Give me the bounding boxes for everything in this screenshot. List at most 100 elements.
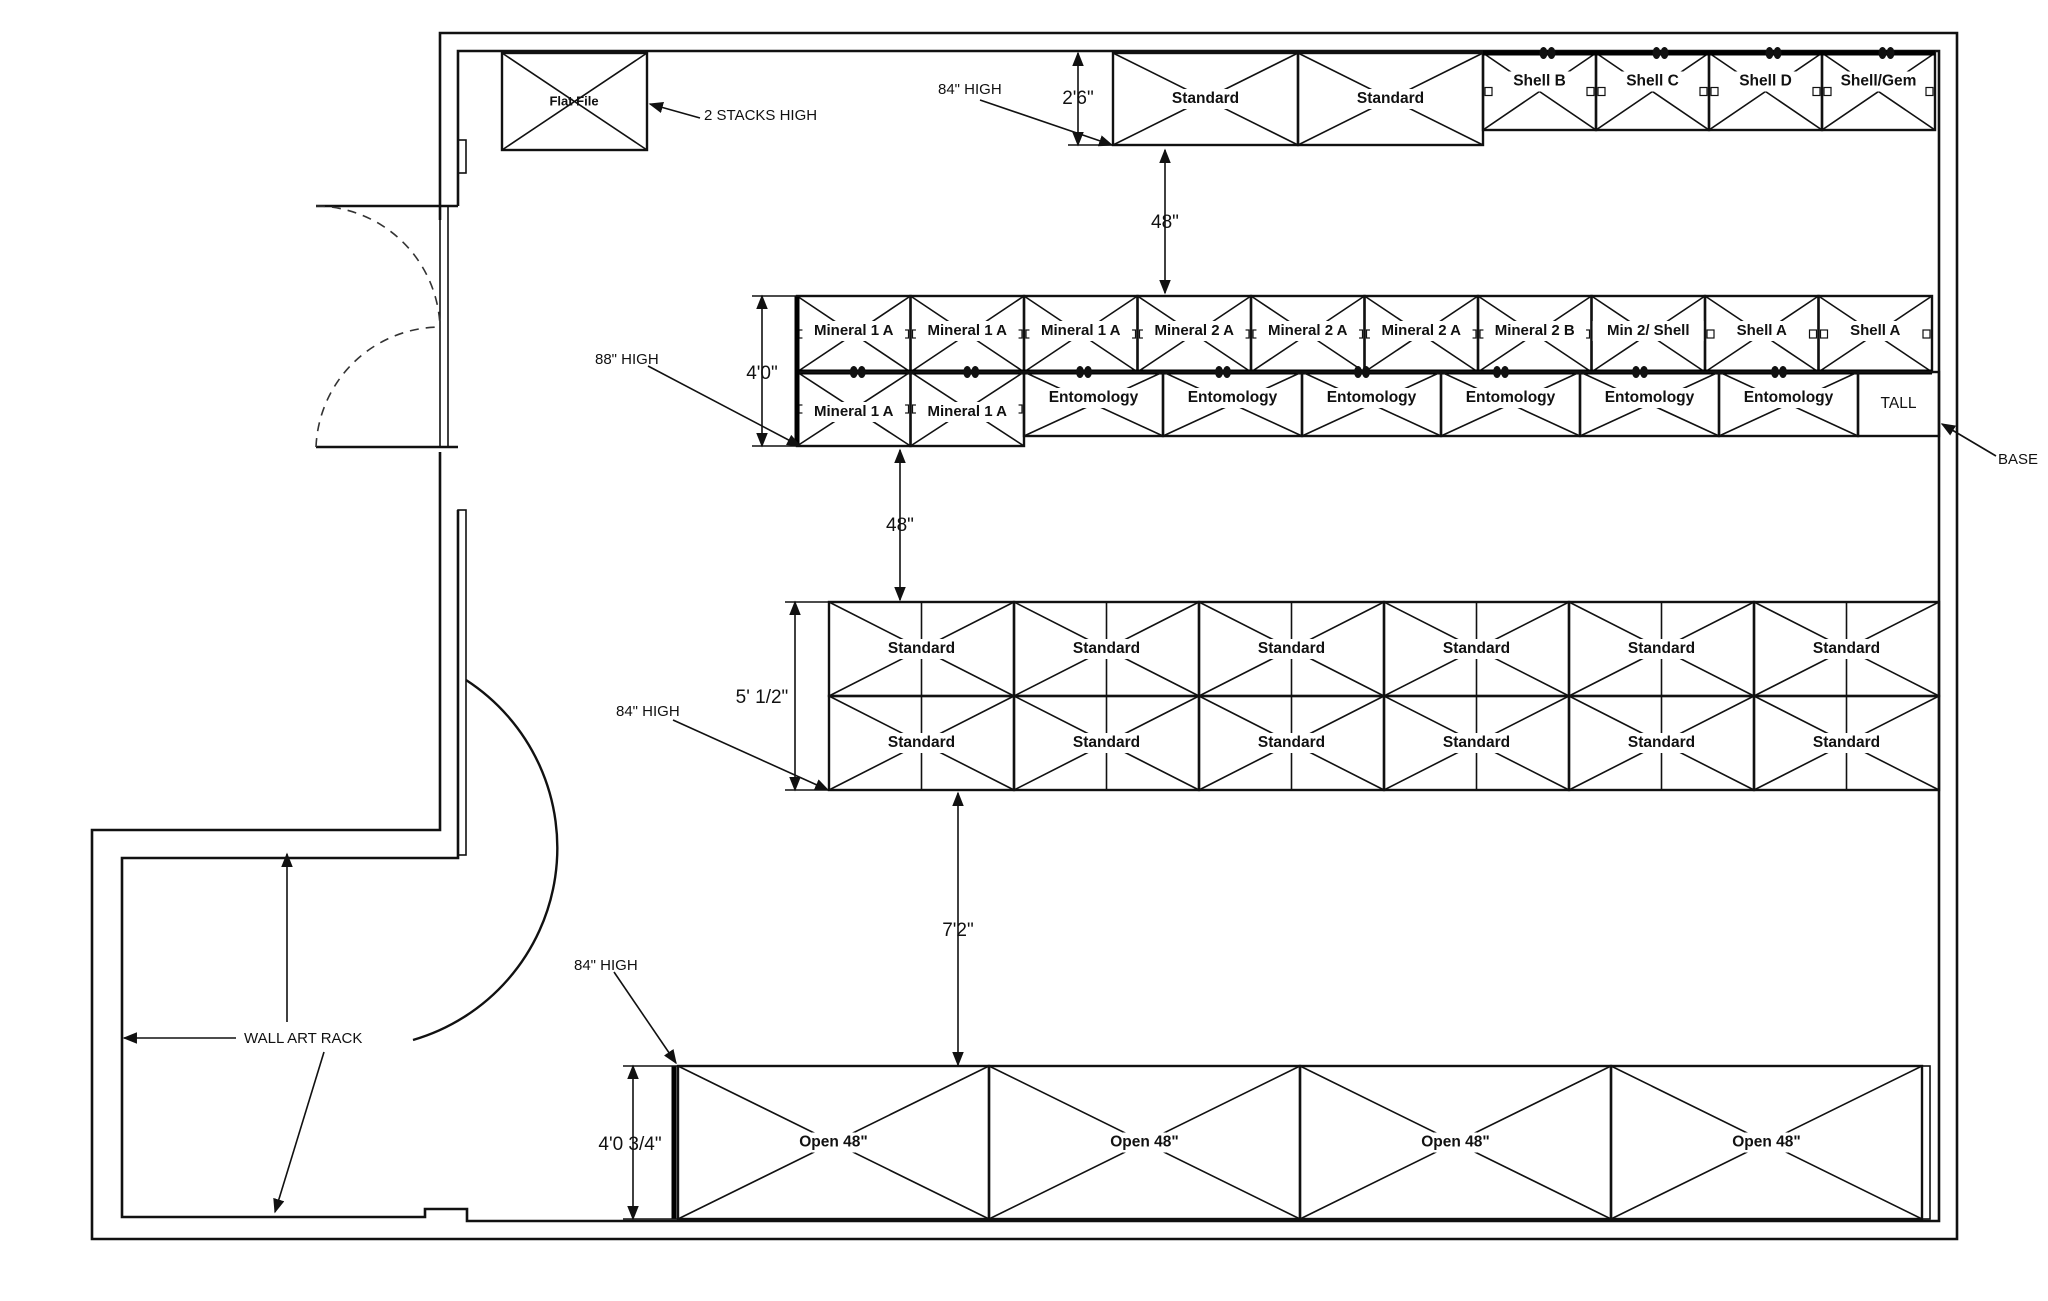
cabinet: Standard [827, 694, 1016, 792]
room-walls [90, 31, 1959, 1241]
cabinet: Open 48" [1298, 1064, 1613, 1221]
lock-latch-icon [1215, 366, 1231, 378]
cabinet: Shell C [1594, 51, 1711, 132]
note-88-high-row2: 88" HIGH [595, 351, 659, 368]
cabinet: Standard [827, 600, 1016, 698]
cabinet-row-1: Standard Standard Shell B Shell C Shell D She… [1111, 47, 1937, 147]
cabinet: Shell D [1707, 51, 1824, 132]
cabinet: Standard [1111, 51, 1300, 147]
cabinet-label: Entomology [1327, 389, 1417, 406]
lock-latch-icon [1878, 47, 1895, 59]
cabinet: Standard [1382, 600, 1571, 698]
cabinet-label: Standard [1357, 90, 1424, 107]
dim-row4-height: 4'0 3/4" [598, 1134, 661, 1155]
cabinet-label: Mineral 2 A [1155, 322, 1235, 339]
lock-latch-icon [1632, 366, 1648, 378]
cabinet: Standard [1197, 600, 1386, 698]
cabinet-label: Shell/Gem [1841, 73, 1917, 90]
cabinet: Mineral 2 A [1363, 294, 1480, 374]
cabinet-label: Open 48" [1732, 1134, 1801, 1151]
cabinet: Entomology [1300, 370, 1443, 438]
cabinet: Open 48" [1609, 1064, 1924, 1221]
lock-latch-icon [1765, 47, 1782, 59]
cabinet-label: Standard [1258, 734, 1325, 751]
note-84-high-row1: 84" HIGH [938, 81, 1002, 98]
cabinet-label: Mineral 1 A [928, 403, 1008, 420]
tall-label: TALL [1881, 395, 1917, 412]
cabinet-label: Standard [1073, 640, 1140, 657]
cabinet: Mineral 1 A [795, 294, 912, 374]
cabinet-label: Mineral 1 A [814, 322, 894, 339]
lock-latch-icon [1493, 366, 1509, 378]
cabinet: Mineral 1 A [1022, 294, 1139, 374]
cabinet-label: Mineral 2 B [1495, 322, 1575, 339]
lock-latch-icon [1539, 47, 1556, 59]
cabinet: Entomology [1578, 370, 1721, 438]
cabinet-label: Mineral 2 A [1268, 322, 1348, 339]
cabinet: Min 2/ Shell [1590, 294, 1707, 374]
cabinet: Shell A [1817, 294, 1934, 374]
cabinet: Standard [1567, 600, 1756, 698]
dim-row2-height: 4'0" [746, 363, 778, 384]
lock-latch-icon [1354, 366, 1370, 378]
note-base: BASE [1998, 451, 2038, 468]
flat-file-cabinet: Flat File [500, 51, 649, 152]
cabinet: Open 48" [987, 1064, 1302, 1221]
cabinet: Shell A [1703, 294, 1820, 374]
cabinet-label: Standard [1443, 734, 1510, 751]
cabinet: Standard [1197, 694, 1386, 792]
cabinet: Mineral 2 A [1249, 294, 1366, 374]
cabinet-label: Mineral 1 A [814, 403, 894, 420]
cabinet: Shell B [1481, 51, 1598, 132]
swing-door [412, 678, 559, 1042]
lock-latch-icon [1652, 47, 1669, 59]
double-door [315, 204, 458, 449]
cabinet-label: Shell D [1739, 73, 1792, 90]
cabinet-label: Shell A [1737, 322, 1787, 339]
cabinet: Entomology [1022, 370, 1165, 438]
cabinet: Standard [1567, 694, 1756, 792]
cabinet: Entomology [1439, 370, 1582, 438]
cabinet-label: Standard [888, 640, 955, 657]
cabinet-label: Mineral 2 A [1382, 322, 1462, 339]
note-2-stacks-high: 2 STACKS HIGH [704, 107, 817, 124]
dim-gap-1-2: 48" [1151, 212, 1179, 233]
cabinet-label: Standard [1443, 640, 1510, 657]
cabinet: Standard [1296, 51, 1485, 147]
flat-file-label: Flat File [549, 93, 598, 108]
cabinet-label: Shell B [1513, 73, 1566, 90]
cabinet-label: Standard [888, 734, 955, 751]
cabinet-label: Standard [1628, 640, 1695, 657]
cabinet-label: Open 48" [1421, 1134, 1490, 1151]
cabinet: Entomology [1717, 370, 1860, 438]
cabinet-label: Standard [1813, 640, 1880, 657]
cabinet-label: Standard [1258, 640, 1325, 657]
dim-gap-3-4: 7'2" [942, 920, 974, 941]
cabinet-row-4: Open 48" Open 48" Open 48" Open 48" [671, 1064, 1931, 1221]
cabinet-label: Mineral 1 A [1041, 322, 1121, 339]
wall-art-rack-label: WALL ART RACK [244, 1030, 362, 1047]
cabinet-label: Open 48" [799, 1134, 868, 1151]
cabinet-label: Min 2/ Shell [1607, 322, 1690, 339]
cabinet: Standard [1012, 600, 1201, 698]
cabinet: Standard [1012, 694, 1201, 792]
dimension-lines: 2'6" 48" 4'0" 48" 5' 1/2" 7'2" 4'0 3/4" [598, 51, 1179, 1221]
cabinet: Entomology [1161, 370, 1304, 438]
cabinet: Mineral 2 A [1136, 294, 1253, 374]
dim-gap-2-3: 48" [886, 515, 914, 536]
cabinet-label: Entomology [1466, 389, 1556, 406]
cabinet-label: Mineral 1 A [928, 322, 1008, 339]
tall-cabinet: TALL [1856, 370, 1941, 438]
lock-latch-icon [1771, 366, 1787, 378]
cabinet: Mineral 2 B [1476, 294, 1593, 374]
cabinet: Standard [1382, 694, 1571, 792]
cabinet-label: Entomology [1049, 389, 1139, 406]
cabinet: Mineral 1 A [909, 370, 1026, 448]
cabinet-label: Standard [1073, 734, 1140, 751]
annotations: 2 STACKS HIGH 84" HIGH 88" HIGH 84" HIGH… [122, 81, 2038, 1214]
cabinet: Mineral 1 A [795, 370, 912, 448]
cabinet-label: Standard [1172, 90, 1239, 107]
cabinet: Shell/Gem [1820, 51, 1937, 132]
cabinet-row-2: Mineral 1 A Mineral 1 A Mineral 1 A Mineral… [794, 294, 1941, 448]
